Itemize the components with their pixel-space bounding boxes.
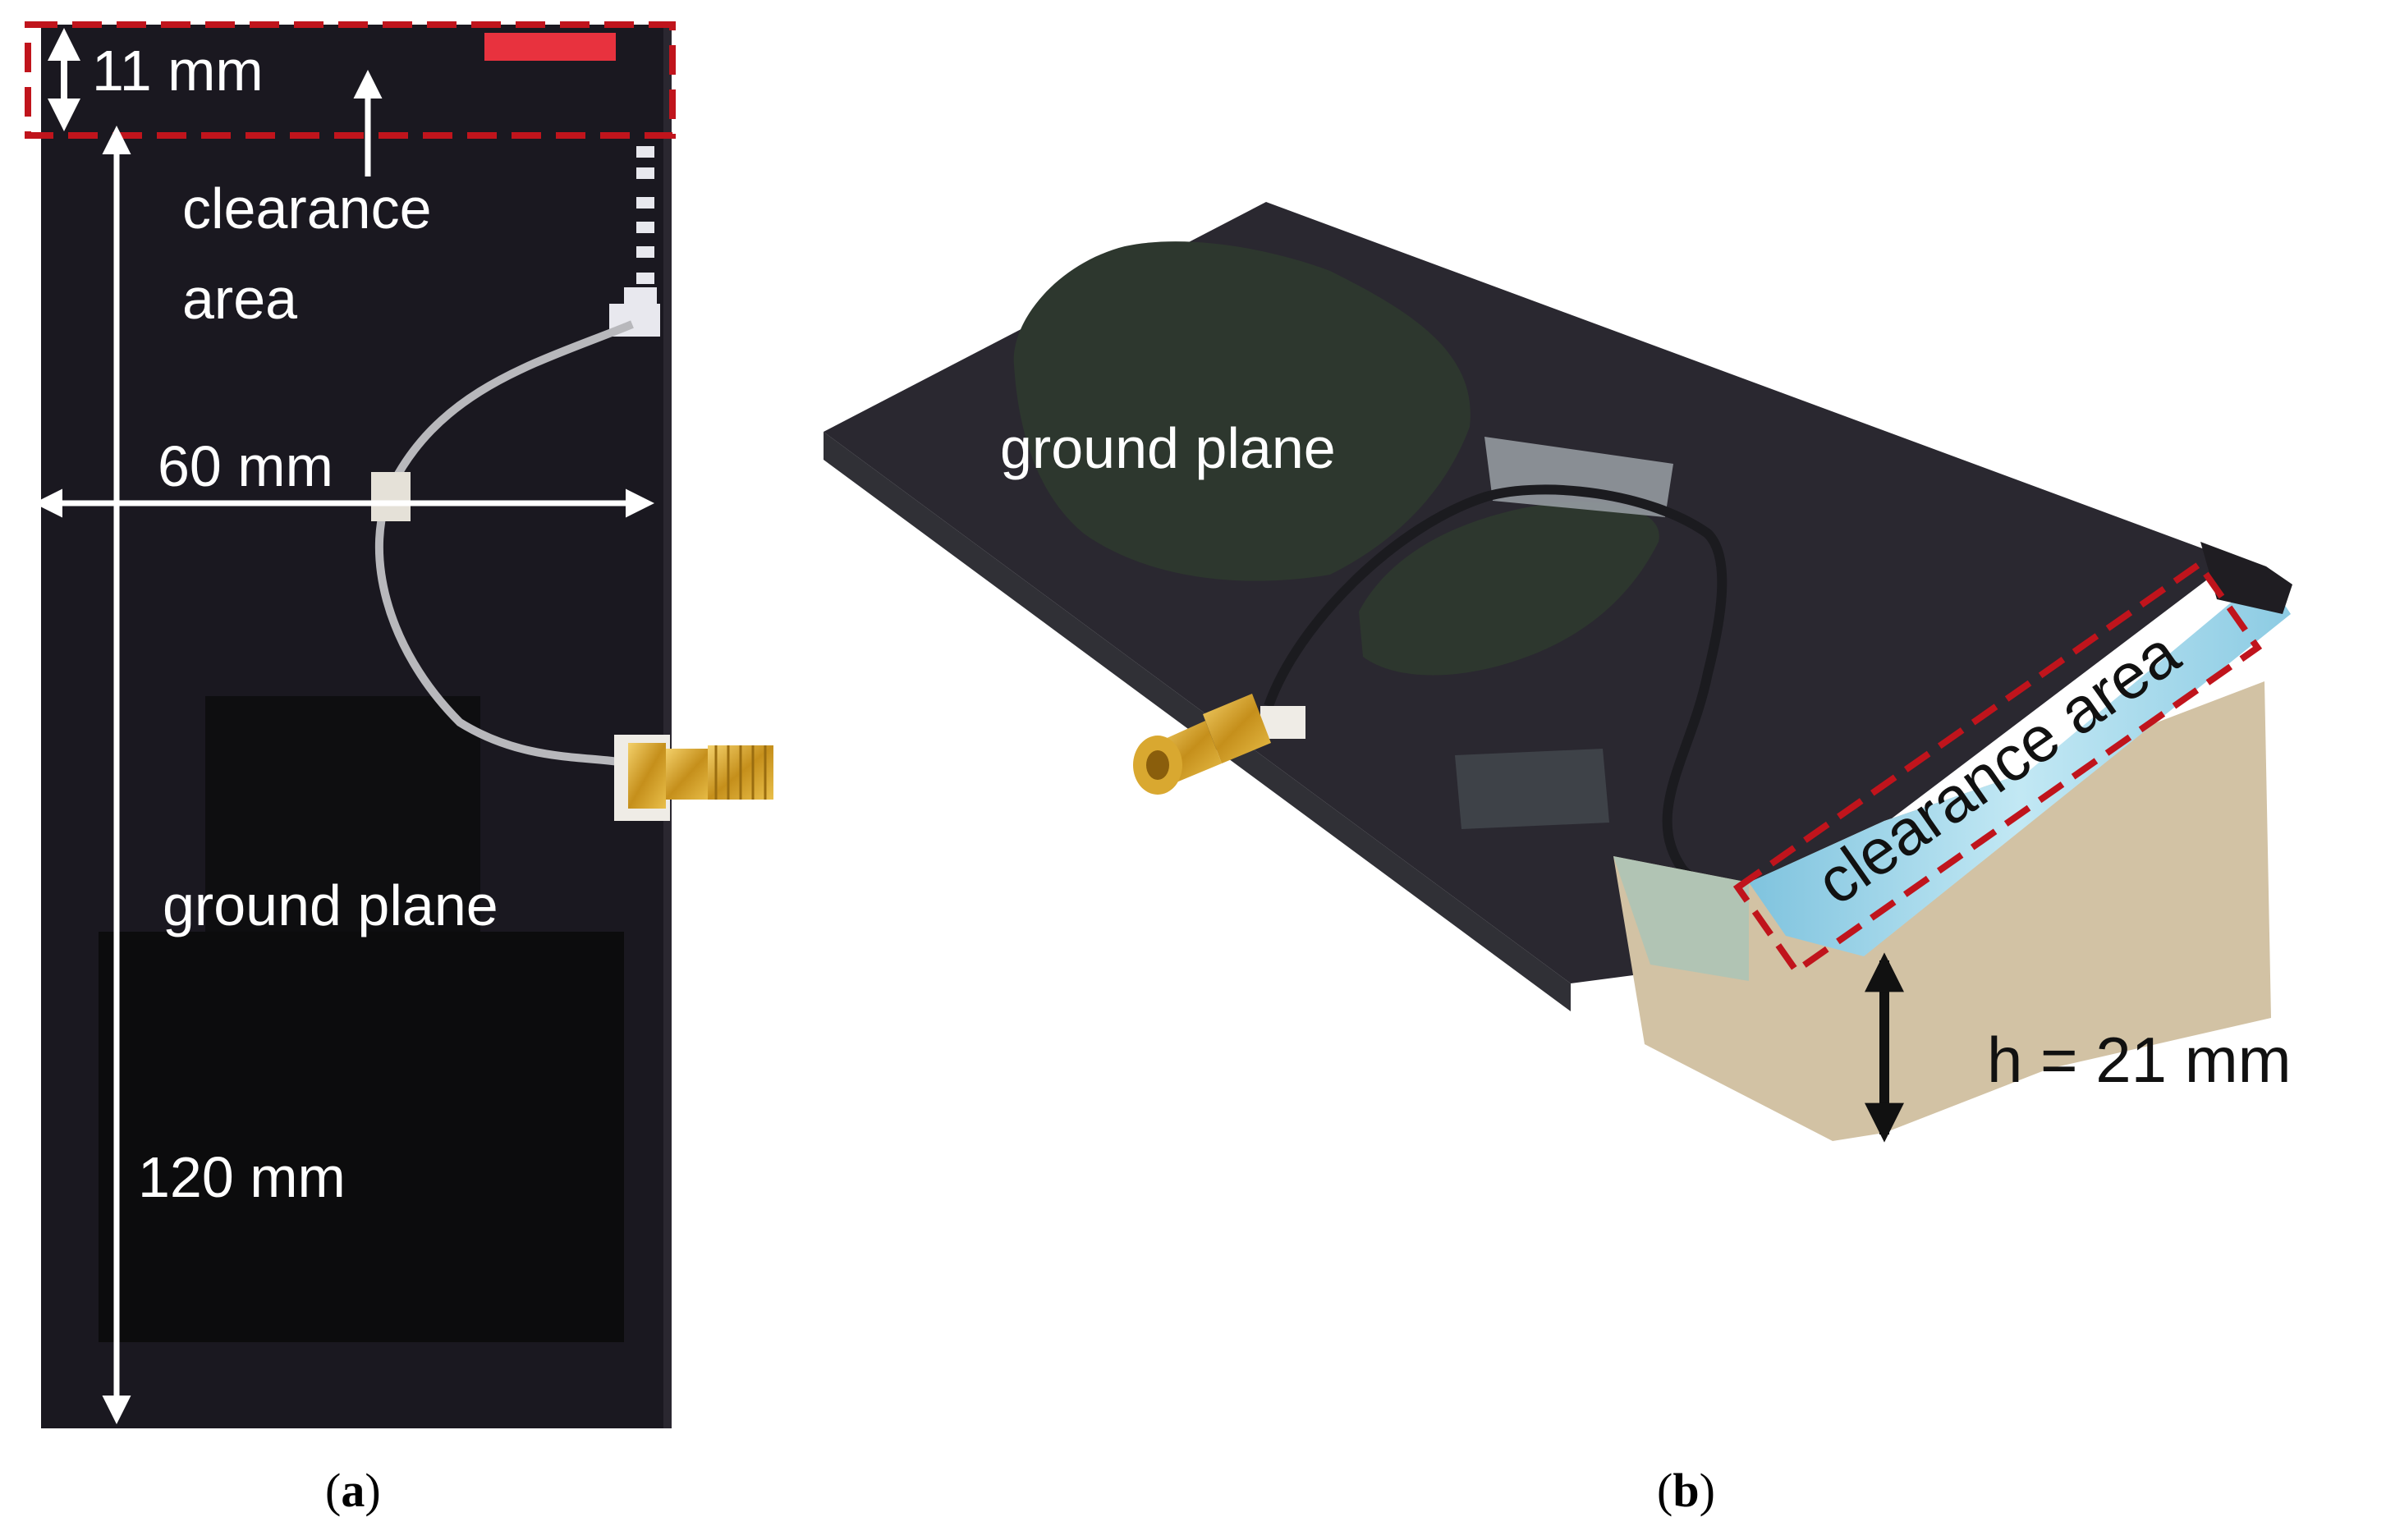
matching-components	[609, 146, 660, 337]
clearance-edge	[2200, 542, 2292, 614]
label-ground-plane-b: ground plane	[1000, 416, 1336, 480]
label-clearance-line1: clearance	[182, 176, 432, 241]
caption-a: (a)	[325, 1464, 381, 1517]
ground-patch-upper	[205, 696, 480, 942]
coax-cable-a	[374, 320, 634, 768]
label-11mm: 11 mm	[92, 39, 264, 103]
sma-connector-b	[1133, 694, 1305, 795]
label-height-21mm: h = 21 mm	[1987, 1024, 2292, 1096]
pcb-right-edge	[663, 25, 672, 1428]
cable-clip	[371, 472, 411, 521]
sma-connector-a	[614, 735, 773, 821]
clearance-box-a	[25, 21, 676, 139]
tape-strip-lower	[1455, 749, 1609, 829]
label-ground-plane-a: ground plane	[163, 873, 498, 937]
clearance-box-b	[1732, 559, 2263, 976]
ground-patch-lower	[99, 932, 624, 1342]
tape-support-shade	[1613, 856, 1749, 981]
caption-b: (b)	[1657, 1464, 1715, 1517]
ground-patch-b1	[1013, 241, 1471, 581]
ground-patch-b2	[1359, 502, 1659, 676]
clearance-surface	[1749, 575, 2291, 956]
pcb-board-side	[824, 432, 1571, 1011]
label-120mm: 120 mm	[138, 1145, 346, 1209]
label-clearance-line2: area	[182, 267, 297, 331]
tape-support	[1613, 681, 2271, 1141]
panel-a: 11 mm clearance area 60 mm ground plane …	[25, 21, 773, 1517]
label-60mm: 60 mm	[158, 434, 333, 498]
board-marking	[484, 33, 616, 61]
panel-b: clearance area ground plane h = 21 mm (b…	[824, 202, 2292, 1517]
